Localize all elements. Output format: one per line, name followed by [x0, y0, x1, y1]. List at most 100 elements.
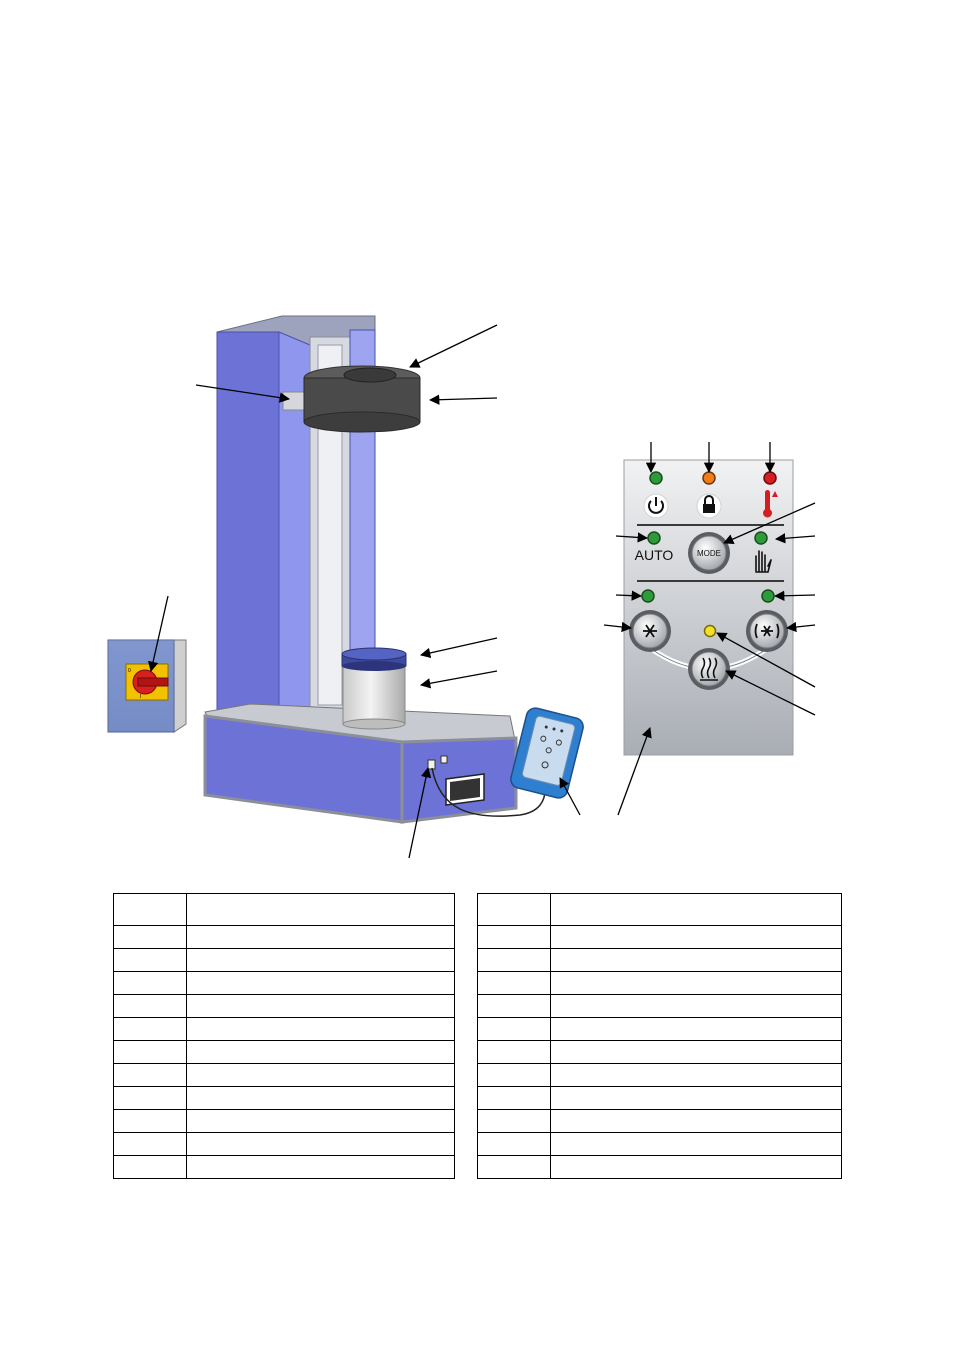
legend-description-cell	[550, 1132, 842, 1156]
legend-number-cell	[477, 1040, 551, 1064]
legend-row	[113, 948, 455, 972]
legend-description-cell	[186, 1086, 455, 1110]
legend-row	[113, 1086, 455, 1110]
legend-description-cell	[550, 925, 842, 949]
legend-description-cell	[186, 994, 455, 1018]
heat-led	[703, 624, 717, 638]
legend-description-cell	[550, 893, 842, 926]
legend-row	[113, 893, 455, 926]
legend-row	[113, 1017, 455, 1041]
legend-row	[113, 1040, 455, 1064]
legend-row	[477, 1086, 842, 1110]
legend-number-cell	[113, 893, 187, 926]
legend-number-cell	[477, 893, 551, 926]
legend-description-cell	[186, 1063, 455, 1087]
legend-number-cell	[477, 925, 551, 949]
heat-icon	[700, 657, 718, 681]
control-panel: AUTO MODE	[623, 459, 794, 756]
legend-number-cell	[113, 1155, 187, 1179]
legend-number-cell	[477, 971, 551, 995]
auto-led	[647, 531, 661, 545]
legend-description-cell	[186, 1155, 455, 1179]
legend-description-cell	[186, 971, 455, 995]
legend-number-cell	[477, 1155, 551, 1179]
mode-button: MODE	[688, 532, 730, 574]
hand-icon	[755, 550, 772, 573]
lock-led	[702, 471, 716, 485]
legend-row	[477, 1063, 842, 1087]
legend-description-cell	[186, 925, 455, 949]
legend-number-cell	[113, 994, 187, 1018]
svg-text:0: 0	[128, 668, 131, 674]
legend-number-cell	[113, 1063, 187, 1087]
manual-led	[754, 531, 768, 545]
legend-description-cell	[550, 1040, 842, 1064]
legend-description-cell	[186, 893, 455, 926]
svg-text:I: I	[140, 694, 141, 700]
remote-control	[510, 707, 584, 799]
snowflake-arrows-icon	[754, 623, 780, 639]
legend-number-cell	[113, 1086, 187, 1110]
legend-description-cell	[550, 971, 842, 995]
legend-row	[113, 971, 455, 995]
legend-row	[477, 893, 842, 926]
legend-table-right	[477, 893, 842, 1179]
legend-description-cell	[550, 1155, 842, 1179]
legend-number-cell	[477, 948, 551, 972]
legend-description-cell	[550, 1017, 842, 1041]
power-icon	[643, 493, 669, 519]
legend-row	[113, 1063, 455, 1087]
cool-right-led	[761, 589, 775, 603]
legend-row	[477, 1132, 842, 1156]
legend-description-cell	[550, 1109, 842, 1133]
legend-description-cell	[186, 1109, 455, 1133]
legend-description-cell	[550, 994, 842, 1018]
legend-row	[477, 994, 842, 1018]
legend-table-left	[113, 893, 455, 1179]
legend-row	[477, 948, 842, 972]
heat-button	[688, 648, 730, 690]
legend-number-cell	[477, 1086, 551, 1110]
legend-description-cell	[186, 948, 455, 972]
snowflake-arrows-button	[746, 610, 788, 652]
legend-description-cell	[550, 948, 842, 972]
legend-number-cell	[477, 1063, 551, 1087]
lock-icon	[696, 493, 722, 519]
legend-description-cell	[186, 1040, 455, 1064]
snowflake-button	[629, 610, 671, 652]
main-switch-inset: 0 I	[107, 639, 187, 733]
svg-text:MODE: MODE	[697, 549, 721, 558]
legend-number-cell	[113, 1109, 187, 1133]
thermometer-icon	[763, 490, 778, 518]
legend-number-cell	[113, 948, 187, 972]
legend-description-cell	[186, 1132, 455, 1156]
legend-row	[477, 1109, 842, 1133]
legend-number-cell	[477, 1017, 551, 1041]
legend-number-cell	[113, 1017, 187, 1041]
legend-description-cell	[186, 1017, 455, 1041]
legend-number-cell	[477, 1109, 551, 1133]
legend-number-cell	[113, 925, 187, 949]
legend-row	[477, 1040, 842, 1064]
legend-row	[113, 1109, 455, 1133]
legend-number-cell	[477, 994, 551, 1018]
power-led	[649, 471, 663, 485]
legend-number-cell	[113, 1040, 187, 1064]
equipment-figure: 0 I AUTO	[107, 315, 816, 859]
legend-description-cell	[550, 1063, 842, 1087]
legend-row	[477, 971, 842, 995]
legend-number-cell	[113, 1132, 187, 1156]
legend-row	[477, 925, 842, 949]
auto-label: AUTO	[635, 547, 674, 563]
cool-left-led	[641, 589, 655, 603]
legend-description-cell	[550, 1086, 842, 1110]
legend-row	[113, 994, 455, 1018]
legend-row	[477, 1017, 842, 1041]
legend-row	[113, 1155, 455, 1179]
callout-arrows	[147, 324, 816, 859]
legend-number-cell	[477, 1132, 551, 1156]
legend-row	[477, 1155, 842, 1179]
legend-row	[113, 1132, 455, 1156]
legend-row	[113, 925, 455, 949]
legend-number-cell	[113, 971, 187, 995]
